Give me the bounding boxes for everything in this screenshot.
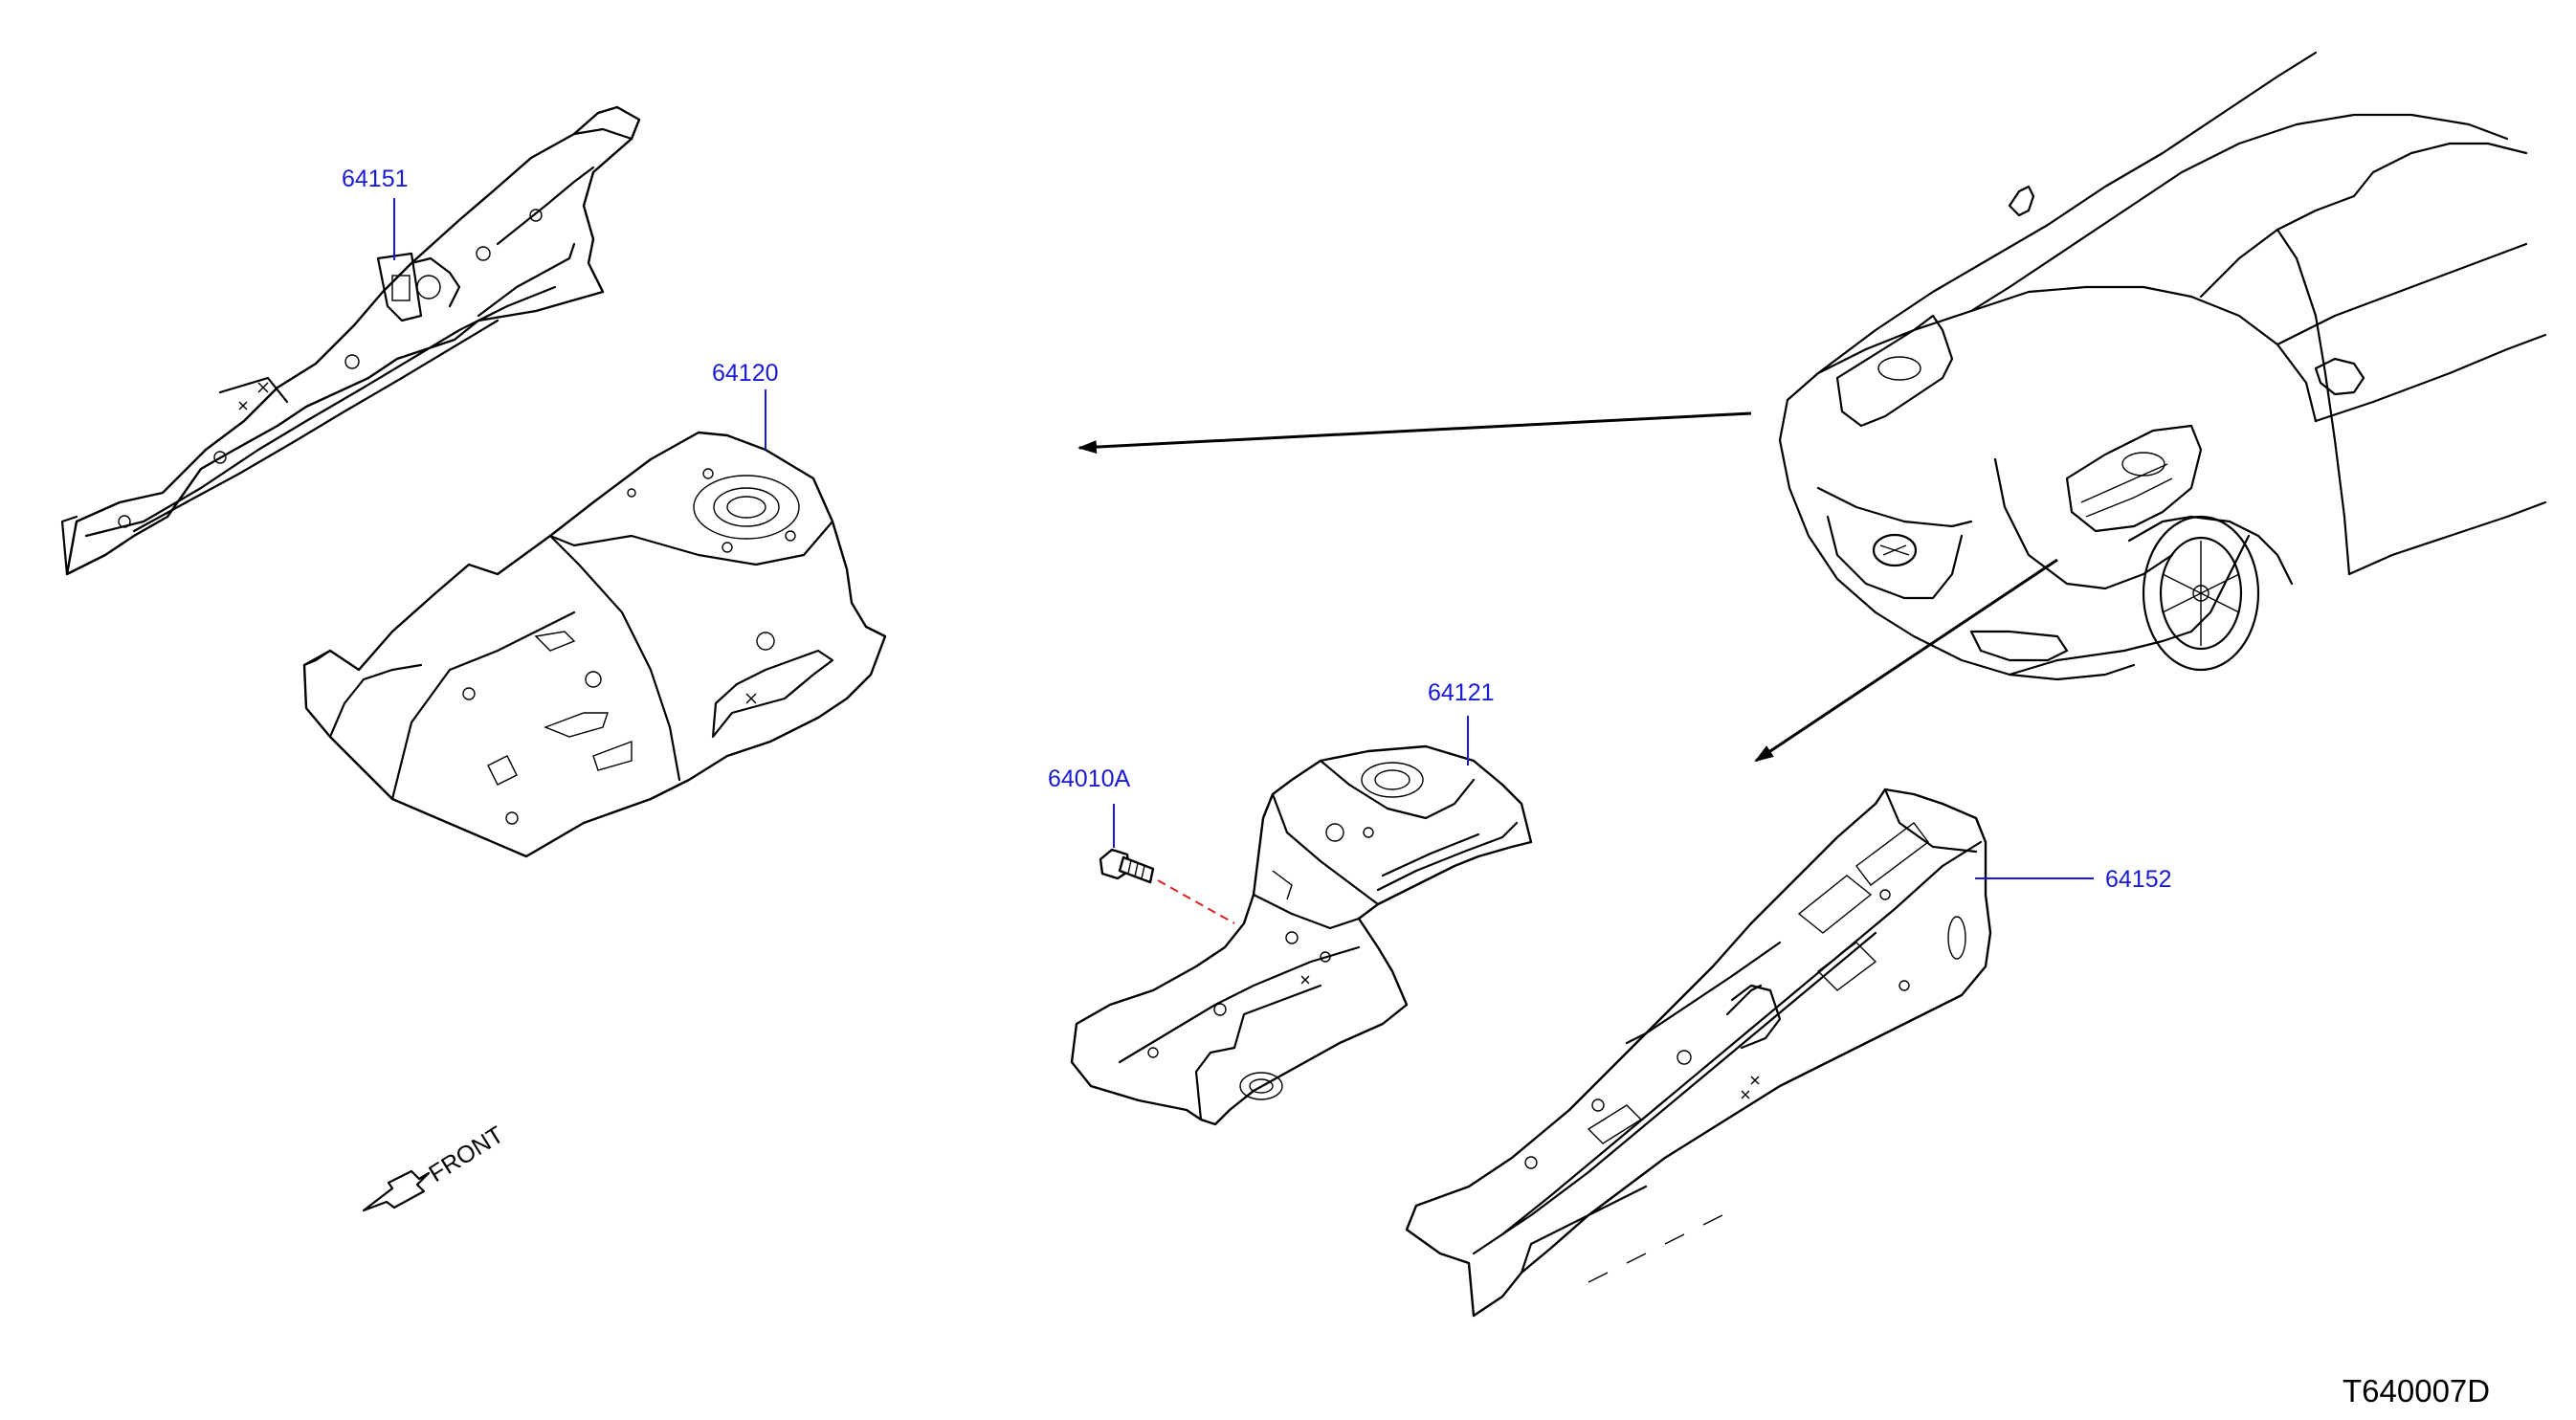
bolt-fastening-guide <box>1157 879 1235 924</box>
front-label: FRONT <box>424 1121 508 1187</box>
arrow-to-lower-parts <box>1754 558 2058 763</box>
diagram-code: T640007D <box>2343 1373 2490 1409</box>
part-64121-strut-housing[interactable] <box>1070 744 1533 1126</box>
part-label-64151[interactable]: 64151 <box>342 166 409 192</box>
part-64120-strut-housing[interactable] <box>302 431 887 858</box>
part-64152-lower-rail[interactable] <box>1405 788 1992 1318</box>
part-label-64120[interactable]: 64120 <box>712 360 779 387</box>
part-label-64152[interactable]: 64152 <box>2105 866 2172 893</box>
car-front-view <box>1778 51 2547 681</box>
part-label-64010A[interactable]: 64010A <box>1048 765 1131 792</box>
part-64151-upper-rail[interactable] <box>60 105 641 576</box>
part-64010A-bolt[interactable] <box>1099 848 1155 884</box>
arrow-to-upper-parts <box>1077 411 1752 455</box>
front-arrow-icon <box>362 1169 431 1212</box>
part-label-64121[interactable]: 64121 <box>1428 679 1495 706</box>
